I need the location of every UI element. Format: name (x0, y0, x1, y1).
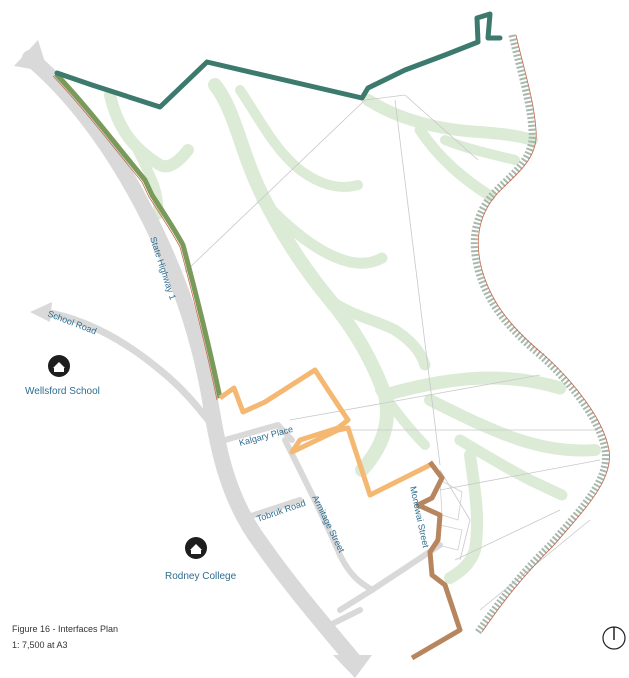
wellsford-school-label: Wellsford School (25, 386, 100, 397)
property-boundaries (184, 94, 601, 611)
boundary-line-3 (394, 99, 441, 466)
school-road-arrow (30, 302, 52, 322)
stream-east-1 (362, 94, 538, 146)
figure-caption-title: Figure 16 - Interfaces Plan (12, 624, 119, 634)
lot-outline-2 (437, 524, 463, 551)
school-road-road (41, 308, 216, 429)
tobruk-road-road (242, 497, 303, 521)
stream-south-4 (444, 449, 484, 584)
armitage-street-label: Armitage Street (310, 493, 347, 554)
wellsford-school-icon (48, 355, 70, 377)
residential-interface (218, 367, 432, 498)
state-highway-road (22, 50, 363, 670)
boundary-line-10 (439, 469, 471, 561)
monowai-street-label: Monowai Street (408, 485, 431, 549)
monowai-interface (410, 460, 463, 661)
monowai-street-road (337, 542, 443, 613)
highway-north-arrow (14, 40, 48, 72)
boundary-line-5 (289, 374, 541, 421)
boundary-line-7 (439, 459, 601, 491)
stream-south-3 (454, 434, 568, 501)
highway-south-arrow (333, 655, 372, 678)
stream-corridors (104, 78, 601, 584)
stream-east-3 (440, 135, 520, 165)
highway-interface-band (54, 72, 223, 399)
boundary-line-8 (454, 509, 561, 561)
rodney-college-label: Rodney College (165, 571, 237, 582)
stream-branch-2 (324, 294, 431, 371)
boundary-line-4 (404, 94, 479, 161)
stream-branch-1 (256, 194, 388, 269)
monowai-lower-road (327, 607, 363, 628)
road-arrows (14, 40, 372, 678)
highway-interface-edge (52, 75, 218, 401)
north-arrow-icon (602, 626, 626, 650)
stream-east-2 (414, 124, 496, 202)
armitage-street-road (282, 437, 375, 593)
lot-outline-1 (439, 479, 463, 521)
stream-west (104, 89, 194, 173)
tobruk-road-label: Tobruk Road (255, 498, 307, 524)
rail-corridor-band (470, 34, 610, 634)
stream-lower (375, 385, 430, 450)
boundary-line-1 (184, 99, 366, 273)
boundary-line-2 (364, 94, 406, 101)
highway-interface (52, 72, 223, 401)
figure-caption-scale: 1: 7,500 at A3 (12, 640, 68, 650)
stream-south-1 (378, 371, 567, 402)
rail-corridor-edge (477, 34, 610, 633)
stream-north-central (235, 85, 363, 192)
roads (22, 50, 443, 670)
northern-boundary (54, 11, 503, 110)
rail-corridor (470, 34, 610, 634)
stream-south-2 (424, 394, 601, 457)
kalgary-place-road (222, 422, 295, 443)
rodney-college-icon (185, 537, 207, 559)
